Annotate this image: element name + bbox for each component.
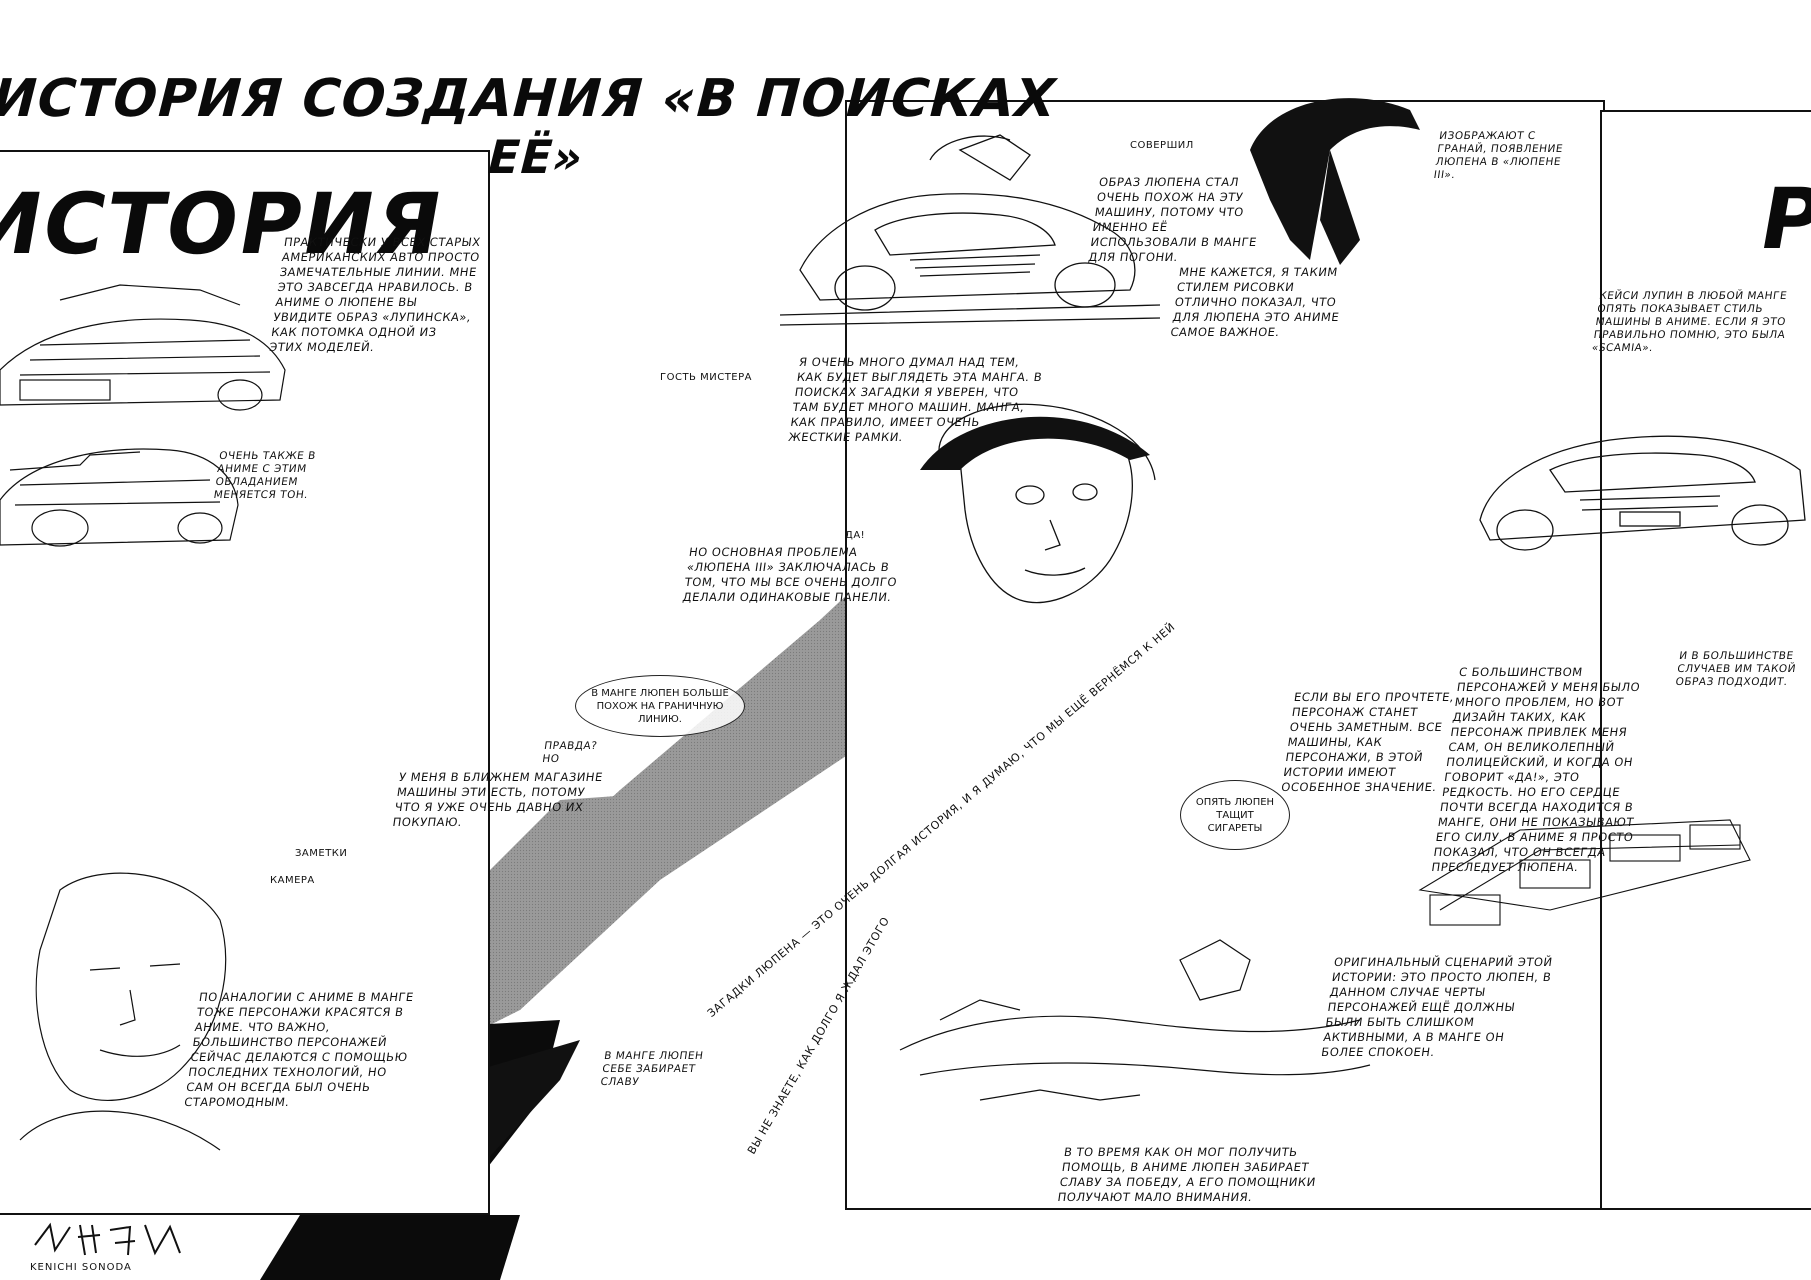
center-right-side-text: ЕСЛИ ВЫ ЕГО ПРОЧТЕТЕ, ПЕРСОНАЖ СТАНЕТ ОЧ… (1280, 690, 1456, 794)
left-lower-text: ПО АНАЛОГИИ С АНИМЕ В МАНГЕ ТОЖЕ ПЕРСОНА… (183, 990, 415, 1109)
label-sketch: СОВЕРШИЛ (1130, 140, 1194, 151)
right-panel (1600, 110, 1811, 1210)
center-top-right-note: МНЕ КАЖЕТСЯ, Я ТАКИМ СТИЛЕМ РИСОВКИ ОТЛИ… (1169, 265, 1341, 339)
center-left-text: У МЕНЯ В БЛИЖНЕМ МАГАЗИНЕ МАШИНЫ ЭТИ ЕСТ… (391, 770, 604, 829)
page-heading: ИСТОРИЯ СОЗДАНИЯ «В ПОИСКАХ ЕЁ» (0, 69, 1063, 186)
center-footer-text: В ТО ВРЕМЯ КАК ОН МОГ ПОЛУЧИТЬ ПОМОЩЬ, В… (1056, 1145, 1317, 1204)
right-side-text: И В БОЛЬШИНСТВЕ СЛУЧАЕВ ИМ ТАКОЙ ОБРАЗ П… (1674, 650, 1797, 688)
center-top-note: ОБРАЗ ЛЮПЕНА СТАЛ ОЧЕНЬ ПОХОЖ НА ЭТУ МАШ… (1087, 175, 1258, 264)
center-right-long-text: С БОЛЬШИНСТВОМ ПЕРСОНАЖЕЙ У МЕНЯ БЫЛО МН… (1430, 665, 1642, 874)
left-caption-camera: КАМЕРА (270, 875, 315, 886)
left-side-text: ОЧЕНЬ ТАКЖЕ В АНИМЕ С ЭТИМ ОБЛАДАНИЕМ МЕ… (212, 450, 317, 501)
center-short-text: ДА! (845, 530, 866, 541)
center-far-right-note: ИЗОБРАЖАЮТ С ГРАНАЙ, ПОЯВЛЕНИЕ ЛЮПЕНА В … (1432, 130, 1564, 181)
label-cast: ГОСТЬ МИСТЕРА (660, 372, 752, 383)
center-main-text: Я ОЧЕНЬ МНОГО ДУМАЛ НАД ТЕМ, КАК БУДЕТ В… (787, 355, 1044, 444)
right-top-text: КЕЙСИ ЛУПИН В ЛЮБОЙ МАНГЕ ОПЯТЬ ПОКАЗЫВА… (1591, 290, 1788, 354)
manga-speech-bubble: В МАНГЕ ЛЮПЕН БОЛЬШЕ ПОХОЖ НА ГРАНИЧНУЮ … (575, 675, 745, 737)
center-bottom-text: ОРИГИНАЛЬНЫЙ СЦЕНАРИЙ ЭТОЙ ИСТОРИИ: ЭТО … (1320, 955, 1554, 1059)
left-caption-notes: ЗАМЕТКИ (295, 848, 348, 859)
heading-line1: ИСТОРИЯ СОЗДАНИЯ «В ПОИСКАХ (0, 69, 1064, 129)
center-middle-text: НО ОСНОВНАЯ ПРОБЛЕМА «ЛЮПЕНА III» ЗАКЛЮЧ… (681, 545, 898, 604)
signature-caption: KENICHI SONODA (30, 1262, 132, 1273)
artist-signature (34, 1222, 181, 1256)
cigar-speech-bubble: ОПЯТЬ ЛЮПЕН ТАЩИТ СИГАРЕТЫ (1180, 780, 1290, 850)
center-bottom-left-text: В МАНГЕ ЛЮПЕН СЕБЕ ЗАБИРАЕТ СЛАВУ (599, 1050, 705, 1088)
left-intro-text: ПРАКТИЧЕСКИ У ВСЕХ СТАРЫХ АМЕРИКАНСКИХ А… (268, 235, 482, 354)
center-right-reply: ПРАВДА? НО (541, 740, 599, 765)
